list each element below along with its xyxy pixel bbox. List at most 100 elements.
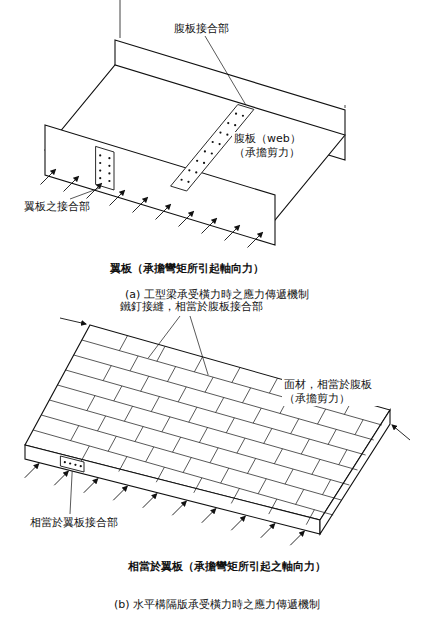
flange-splice-plate	[96, 146, 114, 190]
part-label: 面材，相當於腹板 （承擔剪力）	[282, 378, 390, 406]
panel-joint	[168, 367, 176, 382]
chord-splice-plate	[60, 456, 84, 472]
fastener-dot	[234, 124, 236, 126]
panel-joint	[178, 387, 186, 402]
panel-joint	[183, 458, 191, 473]
panel-joint	[114, 386, 122, 401]
panel-joint	[119, 457, 127, 472]
panel-joint	[189, 407, 197, 422]
part-label: 相當於翼板接合部	[28, 516, 120, 530]
panel-joint	[103, 366, 111, 381]
panel-joint	[108, 436, 116, 451]
fastener-dot	[187, 181, 189, 183]
panel-joint	[124, 406, 132, 421]
panel-joint	[269, 499, 277, 514]
panel-joint	[156, 467, 164, 482]
load-arrow	[225, 226, 240, 241]
panel-joint	[41, 415, 341, 500]
fastener-dot	[204, 150, 206, 152]
panel-joint	[291, 419, 299, 434]
fastener-dot	[108, 157, 110, 159]
fastener-dot	[180, 179, 182, 181]
panel-joint	[162, 417, 170, 432]
fastener-dot	[99, 162, 101, 164]
load-arrow	[113, 486, 127, 500]
part-label: 相當於翼板（承擔彎矩所引起之軸向力）	[126, 560, 328, 574]
fastener-dot	[242, 115, 244, 117]
fastener-dot	[188, 169, 190, 171]
panel-joint	[243, 388, 251, 403]
part-label: 翼板（承擔彎矩所引起軸向力）	[108, 262, 266, 276]
panel-joint	[264, 428, 272, 443]
panel-joint	[71, 426, 79, 441]
leader-line	[70, 471, 72, 514]
load-arrow	[172, 501, 186, 515]
panel-joint	[274, 449, 282, 464]
panel-joint	[205, 377, 213, 392]
fastener-dot	[99, 154, 101, 156]
panel-joint	[81, 446, 89, 461]
panel-joint	[194, 478, 202, 493]
fastener-dot	[196, 160, 198, 162]
part-label: 鐵釘接縫，相當於腹板接合部	[118, 300, 265, 314]
leader-line	[148, 316, 180, 358]
fastener-dot	[108, 180, 110, 182]
panel-joint	[226, 418, 234, 433]
panel-joint	[318, 409, 326, 424]
panel-joint	[87, 396, 95, 411]
panel-joint	[253, 408, 261, 423]
part-label: 腹板（web） （承擔剪力）	[232, 132, 318, 160]
fastener-dot	[227, 122, 229, 124]
panel-joint	[221, 468, 229, 483]
panel-joint	[130, 356, 138, 371]
fastener-dot	[212, 141, 214, 143]
fastener-dot	[203, 162, 205, 164]
panel-joint	[141, 376, 149, 391]
part-label: 腹板接合部	[172, 22, 231, 36]
panel-joint	[119, 336, 127, 351]
fastener-dot	[226, 134, 228, 136]
fastener-dot	[218, 143, 220, 145]
panel-joint	[210, 448, 218, 463]
panel-joint	[216, 398, 224, 413]
panel-joint	[296, 489, 304, 504]
load-arrow	[143, 494, 157, 508]
panel-joint	[151, 397, 159, 412]
panel-joint	[306, 510, 314, 525]
panel-joint	[237, 438, 245, 453]
load-arrow	[202, 509, 216, 523]
fastener-dot	[195, 171, 197, 173]
fastener-dot	[64, 461, 66, 463]
leader-line	[190, 316, 208, 375]
load-arrow	[261, 524, 275, 538]
load-arrow	[133, 198, 148, 213]
panel-joint	[173, 437, 181, 452]
load-arrow	[248, 233, 263, 248]
load-arrow	[392, 425, 410, 440]
fastener-dot	[235, 113, 237, 115]
load-arrow	[54, 471, 68, 485]
leader-line	[205, 36, 246, 105]
load-arrow	[64, 177, 79, 192]
panel-joint	[231, 488, 239, 503]
load-arrow	[202, 219, 217, 234]
fastener-dot	[80, 465, 82, 467]
fastener-dot	[99, 170, 101, 172]
panel-joint	[285, 469, 293, 484]
panel-joint	[258, 479, 266, 494]
panel-joint	[328, 429, 336, 444]
load-arrow	[110, 191, 125, 206]
panel-joint	[355, 420, 363, 435]
load-arrow	[60, 318, 86, 324]
fastener-dot	[219, 131, 221, 133]
panel-joint	[339, 450, 347, 465]
load-arrow	[179, 212, 194, 227]
fastener-dot	[108, 165, 110, 167]
load-arrow	[25, 464, 39, 478]
fastener-dot	[74, 464, 76, 466]
panel-joint	[146, 447, 154, 462]
fastener-dot	[108, 172, 110, 174]
load-arrow	[156, 205, 171, 220]
load-arrow	[290, 531, 304, 545]
